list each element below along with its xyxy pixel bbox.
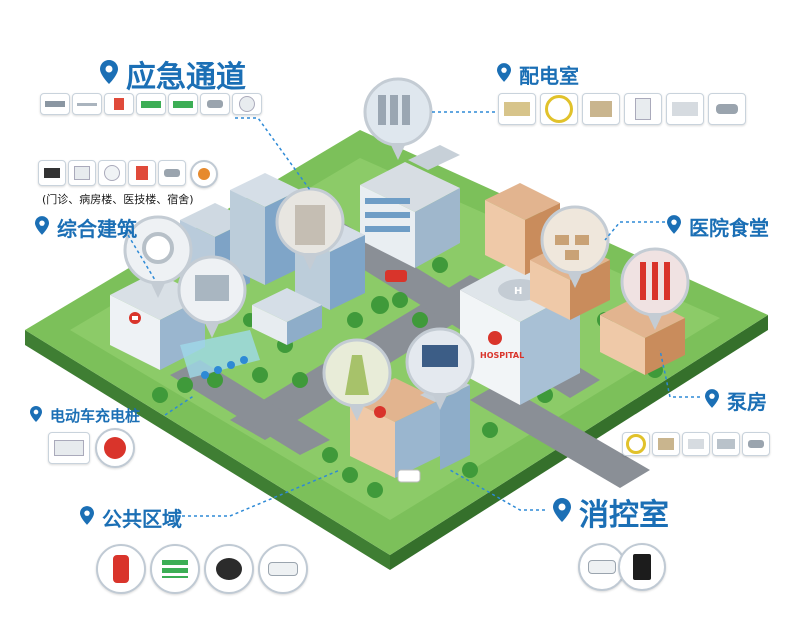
device-breaker	[624, 93, 662, 125]
device-temp-display	[582, 93, 620, 125]
power-room-building	[360, 145, 460, 268]
device-meter	[498, 93, 536, 125]
label-control-room: 消控室	[553, 490, 669, 534]
device-camera	[708, 93, 746, 125]
leader-lines	[124, 111, 700, 517]
label-canteen: 医院食堂	[667, 212, 769, 241]
device-gateway	[618, 543, 666, 591]
label-pump-room: 泵房	[705, 386, 767, 415]
label-complex-building-sub: (门诊、病房楼、医技楼、宿舍)	[42, 193, 194, 206]
device-temp-display	[652, 432, 680, 456]
ebike-row	[201, 356, 248, 379]
location-pin-icon	[80, 505, 94, 530]
ambulance	[397, 469, 421, 483]
device-fire-bell	[95, 428, 135, 468]
device-manual-alarm	[128, 160, 156, 186]
label-power-room-text: 配电室	[519, 64, 579, 88]
location-pin-icon	[497, 62, 511, 87]
device-exit-sign-2	[168, 93, 198, 115]
callout-complex-building-2	[177, 255, 247, 338]
small-building-center	[252, 288, 322, 345]
device-module	[682, 432, 710, 456]
photo-callouts	[123, 77, 690, 421]
device-camera	[258, 544, 308, 594]
label-complex-building-text: 综合建筑	[57, 217, 137, 241]
device-cable-sensor	[622, 432, 650, 456]
device-fire-hydrant	[96, 544, 146, 594]
callout-canteen	[540, 205, 610, 288]
location-pin-icon	[30, 405, 42, 426]
location-pin-icon	[35, 215, 49, 240]
device-exit-signs	[150, 544, 200, 594]
road-lower-right	[470, 383, 650, 488]
pump-room-building	[600, 295, 685, 375]
callout-emergency-exit	[275, 187, 345, 270]
callout-complex-building-1	[123, 215, 193, 298]
red-car	[385, 270, 407, 282]
device-bar-sensor	[72, 93, 102, 115]
ground-side-left	[25, 330, 390, 570]
location-pin-icon	[553, 495, 571, 530]
device-phone	[68, 160, 96, 186]
hospital-sign-main: HOSPITAL	[480, 351, 524, 360]
device-camera	[200, 93, 230, 115]
location-pin-icon	[667, 214, 681, 239]
label-ebike-charging-text: 电动车充电桩	[50, 407, 141, 425]
device-alarm-box	[104, 93, 134, 115]
device-exit-sign	[136, 93, 166, 115]
device-module	[666, 93, 704, 125]
device-camera	[742, 432, 770, 456]
device-charging-module	[48, 432, 90, 464]
callout-pump-room	[620, 247, 690, 330]
location-pin-icon	[100, 57, 118, 92]
label-emergency-exit-text: 应急通道	[126, 60, 246, 95]
device-gas-detector	[190, 160, 218, 188]
label-public-area-text: 公共区域	[102, 507, 182, 531]
device-cable-sensor	[540, 93, 578, 125]
device-water-meter	[204, 544, 254, 594]
callout-control-room	[405, 327, 475, 410]
label-emergency-exit: 应急通道	[100, 52, 246, 96]
label-ebike-charging: 电动车充电桩	[30, 405, 140, 426]
label-complex-building: 综合建筑	[35, 213, 137, 242]
device-terminal	[38, 160, 66, 186]
callout-corridor	[322, 338, 392, 421]
label-power-room: 配电室	[497, 60, 579, 89]
device-meter	[712, 432, 740, 456]
helipad-mark: H	[514, 286, 522, 297]
device-smoke-detector	[232, 93, 262, 115]
device-smoke-detector	[98, 160, 126, 186]
device-control-panel	[40, 93, 70, 115]
label-public-area: 公共区域	[80, 503, 182, 532]
label-control-room-text: 消控室	[579, 498, 669, 533]
device-camera	[158, 160, 186, 186]
label-pump-room-text: 泵房	[727, 390, 767, 414]
location-pin-icon	[705, 388, 719, 413]
label-canteen-text: 医院食堂	[689, 216, 769, 240]
callout-power-room	[363, 77, 433, 160]
